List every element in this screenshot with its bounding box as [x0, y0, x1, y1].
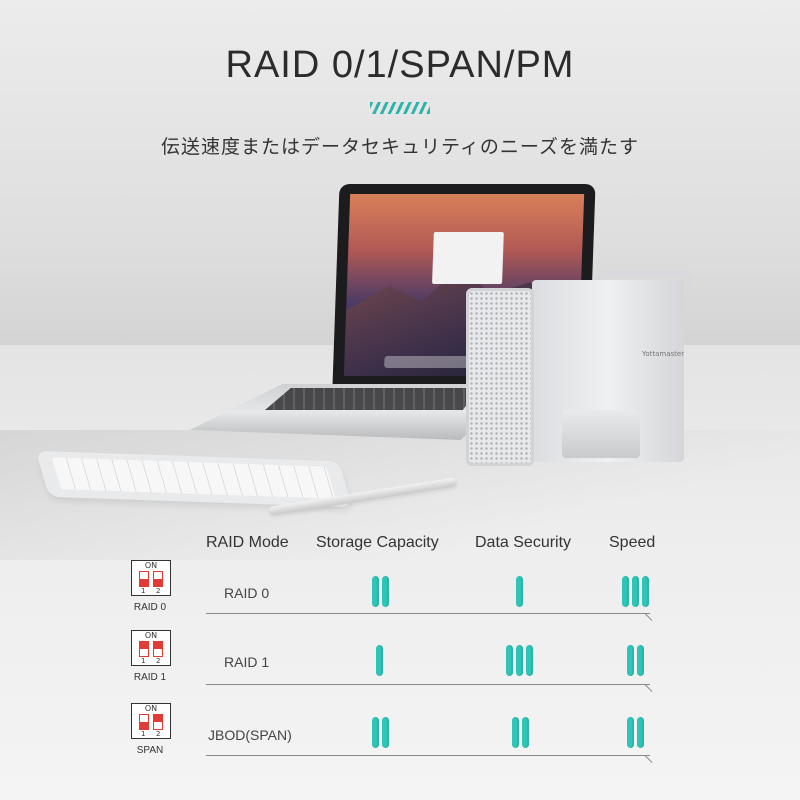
- rating-bar: [516, 576, 523, 607]
- enclosure-stand: [562, 410, 640, 458]
- capacity-bars: [372, 717, 389, 748]
- rating-bar: [372, 717, 379, 748]
- dip-on-label: ON: [144, 704, 158, 713]
- switch-number: 1: [141, 587, 146, 595]
- rating-bar: [526, 645, 533, 676]
- switch-1: [139, 641, 149, 657]
- switch-knob: [154, 649, 162, 656]
- accent-stripes: [370, 102, 430, 114]
- switch-knob: [154, 572, 162, 579]
- laptop-keyboard: [265, 388, 480, 410]
- rating-bar: [642, 576, 649, 607]
- switch-1: [139, 571, 149, 587]
- screen-window: [432, 232, 504, 284]
- rating-bar: [376, 645, 383, 676]
- rating-bar: [382, 717, 389, 748]
- switch-knob: [140, 572, 148, 579]
- capacity-bars: [372, 576, 389, 607]
- rating-bar: [637, 645, 644, 676]
- tablet-screen: [51, 457, 336, 499]
- capacity-bars: [376, 645, 383, 676]
- rating-bar: [632, 576, 639, 607]
- rating-bar: [506, 645, 513, 676]
- rating-bar: [372, 576, 379, 607]
- enclosure-logo: Yottamaster: [642, 350, 685, 358]
- rating-bar: [637, 717, 644, 748]
- rating-bar: [512, 717, 519, 748]
- header-data-security: Data Security: [475, 534, 572, 551]
- rating-bar: [516, 645, 523, 676]
- dip-caption: RAID 0: [133, 602, 167, 613]
- switch-knob: [154, 722, 162, 729]
- header-raid-mode: RAID Mode: [206, 534, 289, 551]
- rating-bar: [622, 576, 629, 607]
- rating-bar: [627, 717, 634, 748]
- security-bars: [506, 645, 533, 676]
- switch-knob: [140, 649, 148, 656]
- dip-switch-icon: ON 1 2: [131, 560, 171, 596]
- security-bars: [516, 576, 523, 607]
- enclosure-front-grille: [466, 288, 534, 466]
- dip-switch-icon: ON 1 2: [131, 630, 171, 666]
- rating-bar: [522, 717, 529, 748]
- row-label: RAID 1: [224, 654, 270, 670]
- switch-number: 1: [141, 657, 146, 665]
- dip-on-label: ON: [144, 631, 158, 640]
- header-speed: Speed: [609, 534, 656, 551]
- switch-2: [153, 571, 163, 587]
- page-title: RAID 0/1/SPAN/PM: [225, 44, 575, 86]
- page-subtitle: 伝送速度またはデータセキュリティのニーズを満たす: [161, 136, 639, 158]
- row-label: JBOD(SPAN): [208, 727, 292, 743]
- switch-number: 2: [156, 657, 161, 665]
- switch-number: 2: [156, 730, 161, 738]
- switch-number: 1: [141, 730, 146, 738]
- row-divider: [206, 613, 650, 614]
- rating-bar: [627, 645, 634, 676]
- security-bars: [512, 717, 529, 748]
- speed-bars: [627, 717, 644, 748]
- speed-bars: [627, 645, 644, 676]
- dip-switch-icon: ON 1 2: [131, 703, 171, 739]
- header-storage-capacity: Storage Capacity: [316, 534, 439, 551]
- dip-caption: RAID 1: [133, 672, 167, 683]
- row-label: RAID 0: [224, 585, 270, 601]
- switch-2: [153, 641, 163, 657]
- row-divider: [206, 755, 650, 756]
- rating-bar: [382, 576, 389, 607]
- hdd-enclosure: Yottamaster: [466, 270, 692, 466]
- switch-1: [139, 714, 149, 730]
- dip-caption: SPAN: [136, 745, 164, 756]
- switch-knob: [140, 715, 148, 722]
- row-divider: [206, 684, 650, 685]
- switch-number: 2: [156, 587, 161, 595]
- dip-on-label: ON: [144, 561, 158, 570]
- speed-bars: [622, 576, 649, 607]
- switch-2: [153, 714, 163, 730]
